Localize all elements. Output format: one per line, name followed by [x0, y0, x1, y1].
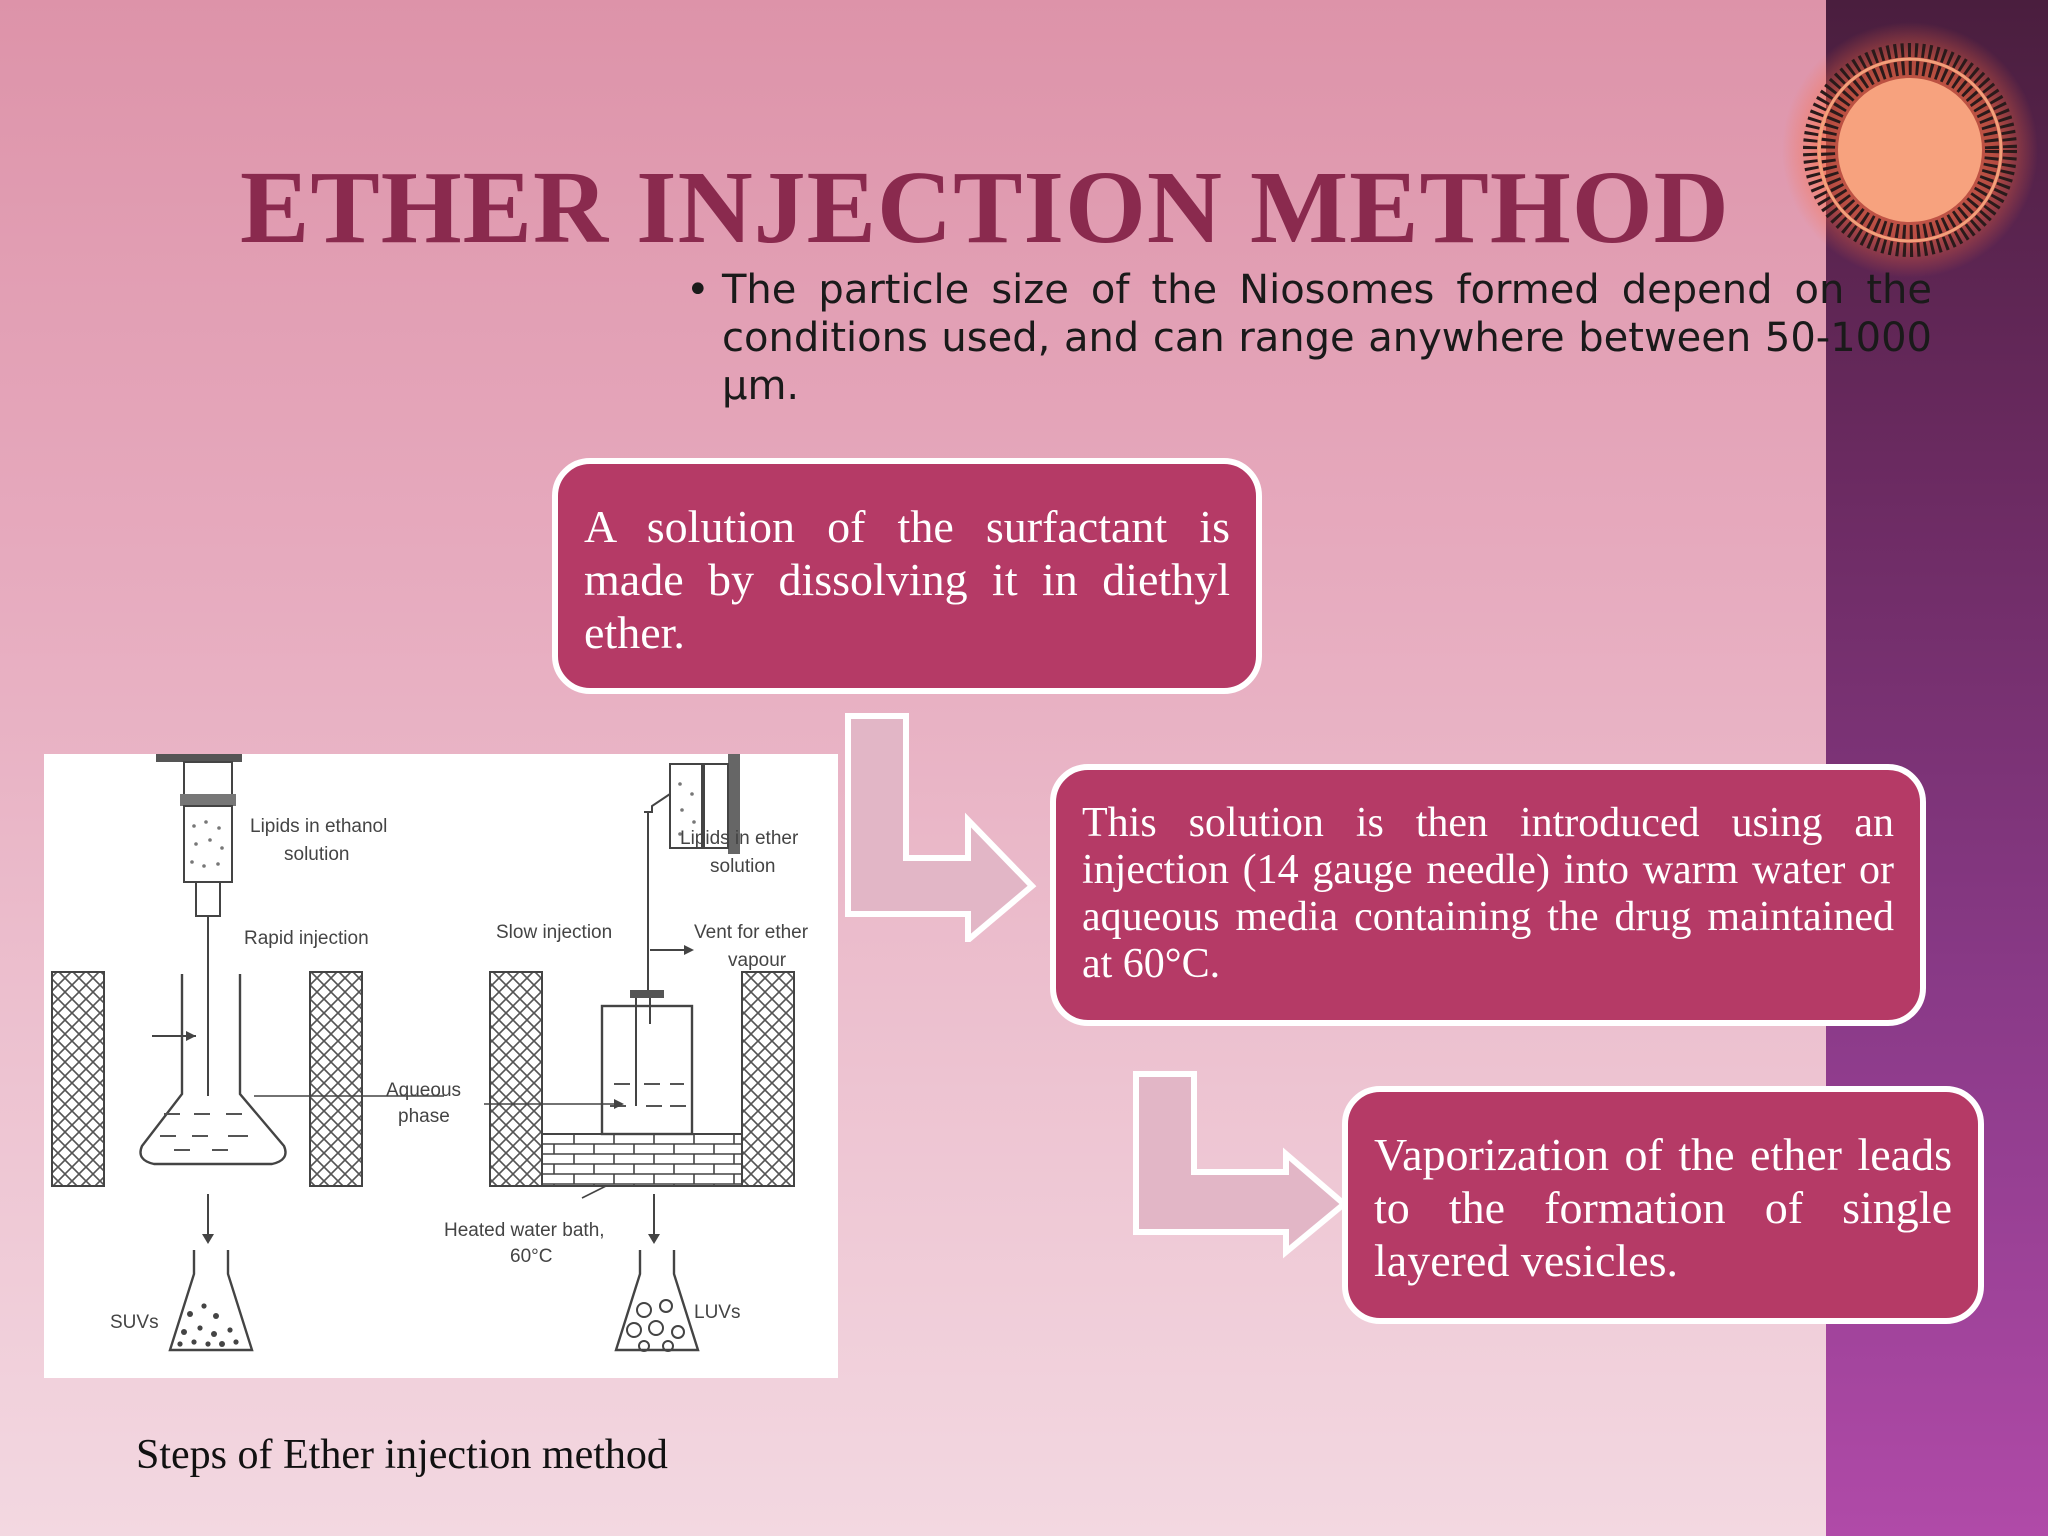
step-box-1: A solution of the surfactant is made by …	[552, 458, 1262, 694]
method-figure: Lipids in ethanol solution Rapid injecti…	[44, 754, 838, 1378]
label-aqueous: Aqueous	[386, 1080, 461, 1101]
label-rapid-injection: Rapid injection	[244, 928, 369, 949]
label-lipids-ether-2: solution	[710, 856, 776, 877]
step-text-2: This solution is then introduced using a…	[1082, 800, 1894, 987]
label-aqueous-2: phase	[398, 1106, 450, 1127]
label-lipids-ethanol: Lipids in ethanol	[250, 816, 387, 837]
label-heated-bath: Heated water bath,	[444, 1220, 605, 1241]
label-lipids-ethanol-2: solution	[284, 844, 350, 865]
bent-arrow-icon	[1133, 1071, 1349, 1259]
bullet-list: The particle size of the Niosomes formed…	[686, 266, 1932, 410]
label-slow-injection: Slow injection	[496, 922, 612, 943]
slide-title: ETHER INJECTION METHOD	[240, 150, 1730, 265]
ether-injection-diagram: Lipids in ethanol solution Rapid injecti…	[51, 754, 809, 1352]
label-lipids-ether: Lipids in ether	[680, 828, 799, 849]
vesicle-decoration-icon	[1782, 22, 2038, 278]
label-luvs: LUVs	[694, 1302, 740, 1323]
label-suvs: SUVs	[110, 1312, 159, 1333]
right-apparatus: Lipids in ether solution Slow injection …	[444, 754, 809, 1352]
step-box-2: This solution is then introduced using a…	[1050, 764, 1926, 1026]
bent-arrow-icon	[845, 713, 1037, 942]
label-vent: Vent for ether	[694, 922, 809, 943]
bullet-item: The particle size of the Niosomes formed…	[686, 266, 1932, 410]
step-text-3: Vaporization of the ether leads to the f…	[1374, 1129, 1952, 1286]
label-vent-2: vapour	[728, 950, 787, 971]
label-heated-temp: 60°C	[510, 1246, 552, 1267]
step-box-3: Vaporization of the ether leads to the f…	[1342, 1086, 1984, 1324]
figure-caption: Steps of Ether injection method	[136, 1432, 668, 1478]
left-apparatus: Lipids in ethanol solution Rapid injecti…	[51, 754, 461, 1352]
step-text-1: A solution of the surfactant is made by …	[584, 501, 1230, 658]
